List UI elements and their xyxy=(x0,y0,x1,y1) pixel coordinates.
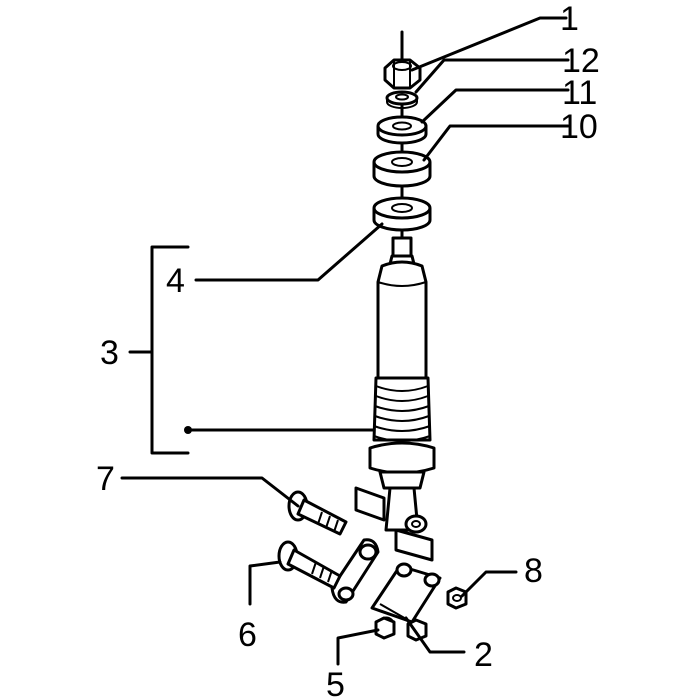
callout-1: 1 xyxy=(560,0,579,38)
callout-2: 2 xyxy=(474,636,493,674)
assembly-bracket xyxy=(128,245,190,455)
side-nut-part xyxy=(446,586,468,610)
upper-bush-part xyxy=(376,115,428,145)
callout-7: 7 xyxy=(96,460,115,498)
lower-spacers xyxy=(354,486,434,562)
small-washer-part xyxy=(385,90,419,109)
shock-absorber-body xyxy=(368,236,436,534)
leader-lines xyxy=(120,16,570,666)
nut-part xyxy=(383,58,422,90)
callout-4: 4 xyxy=(166,262,185,300)
middle-bush-part xyxy=(372,150,432,188)
callout-12: 12 xyxy=(562,42,600,80)
callout-5: 5 xyxy=(326,666,345,700)
callout-3: 3 xyxy=(100,334,119,372)
callout-labels: 1 12 11 10 4 3 7 8 6 2 5 xyxy=(96,0,600,700)
callout-10: 10 xyxy=(560,108,598,146)
callout-11: 11 xyxy=(562,74,597,112)
callout-6: 6 xyxy=(238,616,257,654)
lower-bolt-part xyxy=(277,540,342,590)
lower-bush-part xyxy=(372,196,432,232)
upper-bolt-part xyxy=(287,490,348,536)
callout-8: 8 xyxy=(524,552,543,590)
